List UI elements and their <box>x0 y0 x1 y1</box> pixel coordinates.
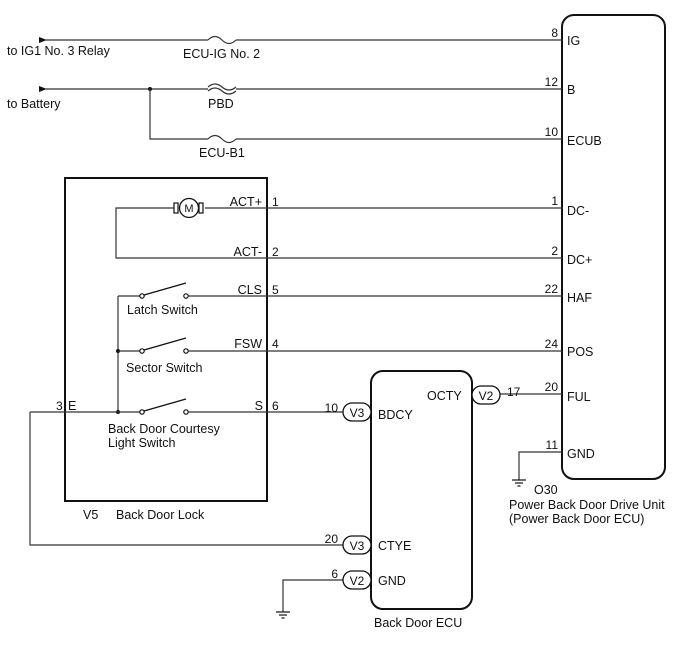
v5-code: V5 <box>83 508 98 522</box>
latch-switch-icon <box>139 282 189 299</box>
fuse-ecu-b1-icon <box>207 134 237 144</box>
courtesy-switch-label-line1: Back Door Courtesy <box>108 422 221 436</box>
o30-pin-name: B <box>567 83 575 97</box>
svg-text:V2: V2 <box>350 574 365 588</box>
ecu-pin-num: 10 <box>325 401 339 415</box>
v5-pin-name: E <box>68 399 76 413</box>
fuse-pbd-icon <box>207 83 237 95</box>
wire-ecub <box>149 89 562 140</box>
wire-act-minus <box>115 207 562 259</box>
connector-badge-v2-octy: V2 <box>471 385 501 405</box>
label-to-ig1-relay: to IG1 No. 3 Relay <box>7 44 111 58</box>
ecu-pin-num: 6 <box>331 567 338 581</box>
v5-pin-name: ACT+ <box>230 195 262 209</box>
v5-pin-name: FSW <box>234 337 262 351</box>
v5-pin-num: 5 <box>272 283 279 297</box>
v5-pin-num: 2 <box>272 245 279 259</box>
o30-code: O30 <box>534 483 558 497</box>
courtesy-switch-icon <box>139 398 189 415</box>
wire-e-ctye <box>29 412 343 546</box>
o30-pin-num: 1 <box>551 194 558 208</box>
o30-pin-name: IG <box>567 34 580 48</box>
ecu-pin-num: 17 <box>507 385 521 399</box>
back-door-ecu-box <box>370 370 473 610</box>
sector-switch-label: Sector Switch <box>126 361 202 375</box>
ecu-pin-name: CTYE <box>378 539 411 553</box>
o30-subname: (Power Back Door ECU) <box>509 512 644 526</box>
o30-pin-num: 10 <box>545 125 559 139</box>
o30-pin-name: ECUB <box>567 134 602 148</box>
ecu-pin-name: OCTY <box>427 389 462 403</box>
o30-pin-num: 2 <box>551 244 558 258</box>
o30-pin-name: HAF <box>567 291 592 305</box>
wire-o30-gnd <box>518 451 562 480</box>
o30-pin-name: POS <box>567 345 593 359</box>
o30-pin-num: 11 <box>546 438 559 452</box>
v5-pin-name: S <box>255 399 263 413</box>
v5-pin-num: 6 <box>272 399 279 413</box>
label-fuse-pbd: PBD <box>208 97 234 111</box>
back-door-lock-box <box>64 177 268 502</box>
o30-pin-name: GND <box>567 447 595 461</box>
ground-icon <box>512 479 526 487</box>
connector-badge-v2-gnd: V2 <box>342 570 372 590</box>
connector-badge-v3-ctye: V3 <box>342 535 372 555</box>
o30-pin-name: DC- <box>567 204 589 218</box>
label-to-battery: to Battery <box>7 97 61 111</box>
ecu-pin-name: BDCY <box>378 408 413 422</box>
v5-pin-num: 1 <box>272 195 279 209</box>
o30-name: Power Back Door Drive Unit <box>509 498 665 512</box>
o30-pin-num: 12 <box>545 75 559 89</box>
wire-ecu-gnd <box>282 579 343 612</box>
label-fuse-ecu-ig-no2: ECU-IG No. 2 <box>183 47 260 61</box>
ground-icon <box>276 611 290 619</box>
o30-pin-name: FUL <box>567 390 591 404</box>
sector-switch-icon <box>139 337 189 354</box>
back-door-ecu-name: Back Door ECU <box>374 616 462 630</box>
ecu-pin-num: 20 <box>325 532 339 546</box>
v5-pin-num: 3 <box>56 399 63 413</box>
label-fuse-ecu-b1: ECU-B1 <box>199 146 245 160</box>
latch-switch-label: Latch Switch <box>127 303 198 317</box>
ecu-pin-name: GND <box>378 574 406 588</box>
power-back-door-unit-box <box>561 14 666 480</box>
o30-pin-num: 22 <box>545 282 559 296</box>
fuse-ecu-ig-no2-icon <box>207 35 237 45</box>
o30-pin-name: DC+ <box>567 253 592 267</box>
motor-icon: M <box>173 197 204 219</box>
v5-name: Back Door Lock <box>116 508 205 522</box>
v5-pin-name: ACT- <box>234 245 262 259</box>
o30-pin-num: 8 <box>551 26 558 40</box>
o30-pin-num: 24 <box>545 337 559 351</box>
svg-text:V2: V2 <box>479 389 494 403</box>
v5-pin-num: 4 <box>272 337 279 351</box>
v5-pin-name: CLS <box>238 283 262 297</box>
svg-text:V3: V3 <box>350 406 365 420</box>
svg-text:V3: V3 <box>350 539 365 553</box>
courtesy-switch-label-line2: Light Switch <box>108 436 175 450</box>
svg-text:M: M <box>184 203 193 215</box>
o30-pin-num: 20 <box>545 380 559 394</box>
connector-badge-v3-bdcy: V3 <box>342 402 372 422</box>
